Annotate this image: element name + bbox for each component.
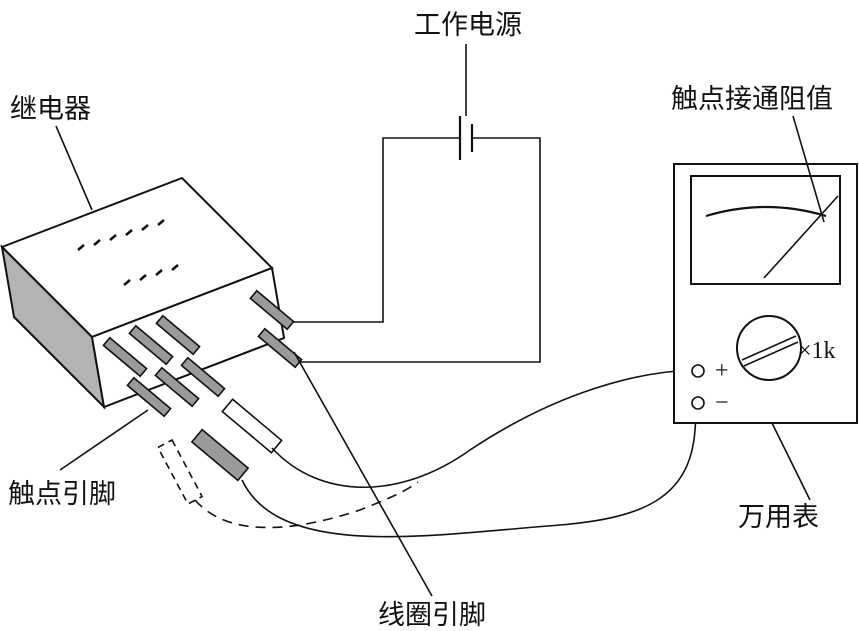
lead-plus [271, 369, 693, 489]
coil-pins-label: 线圈引脚 [378, 600, 486, 631]
contact-pin-6 [180, 356, 226, 398]
contact-pin-1 [102, 336, 148, 378]
contact-resistance-leader [792, 115, 825, 223]
meter-dial-window [690, 175, 841, 285]
multimeter-leader [771, 422, 811, 501]
contact-pin-3 [155, 314, 201, 356]
relay-label: 继电器 [10, 94, 91, 125]
coil-pin-bottom [257, 327, 303, 369]
terminal-plus-socket[interactable] [691, 364, 705, 378]
multimeter-label: 万用表 [738, 502, 819, 533]
contact-pins-leader [59, 409, 149, 471]
coil-wire-top [290, 137, 460, 323]
probe-alternate-dashed [156, 438, 204, 506]
lead-minus [241, 401, 698, 538]
terminal-minus-label: − [715, 390, 729, 416]
coil-wire-bottom [292, 137, 541, 363]
power-supply-label: 工作电源 [414, 10, 522, 41]
range-selector-pointer [741, 335, 799, 367]
coil-pins-leader [293, 351, 433, 597]
contact-pins-label: 触点引脚 [8, 479, 116, 510]
test-probes [156, 369, 698, 538]
relay-pins [102, 289, 303, 418]
contact-resistance-label: 触点接通阻值 [671, 84, 833, 115]
range-setting-label: ×1k [798, 338, 836, 364]
coil-pin-top [249, 289, 295, 331]
relay-leader [55, 125, 93, 211]
power-supply-circuit: 工作电源 [290, 10, 541, 363]
terminal-plus-label: + [715, 358, 729, 384]
terminal-minus-socket[interactable] [691, 396, 705, 410]
contact-pin-5 [154, 366, 200, 408]
multimeter: 触点接通阻值 ×1k + − 万用表 [671, 84, 858, 533]
meter-needle [763, 195, 839, 279]
lead-alternate-dashed [194, 481, 419, 529]
relay-vent-slots [77, 219, 179, 286]
relay-box: 继电器 [0, 94, 286, 410]
contact-pin-4 [126, 376, 172, 418]
probe-minus [190, 428, 250, 482]
meter-scale-arc [705, 205, 827, 218]
probe-plus [221, 398, 283, 454]
contact-pin-2 [128, 324, 174, 366]
